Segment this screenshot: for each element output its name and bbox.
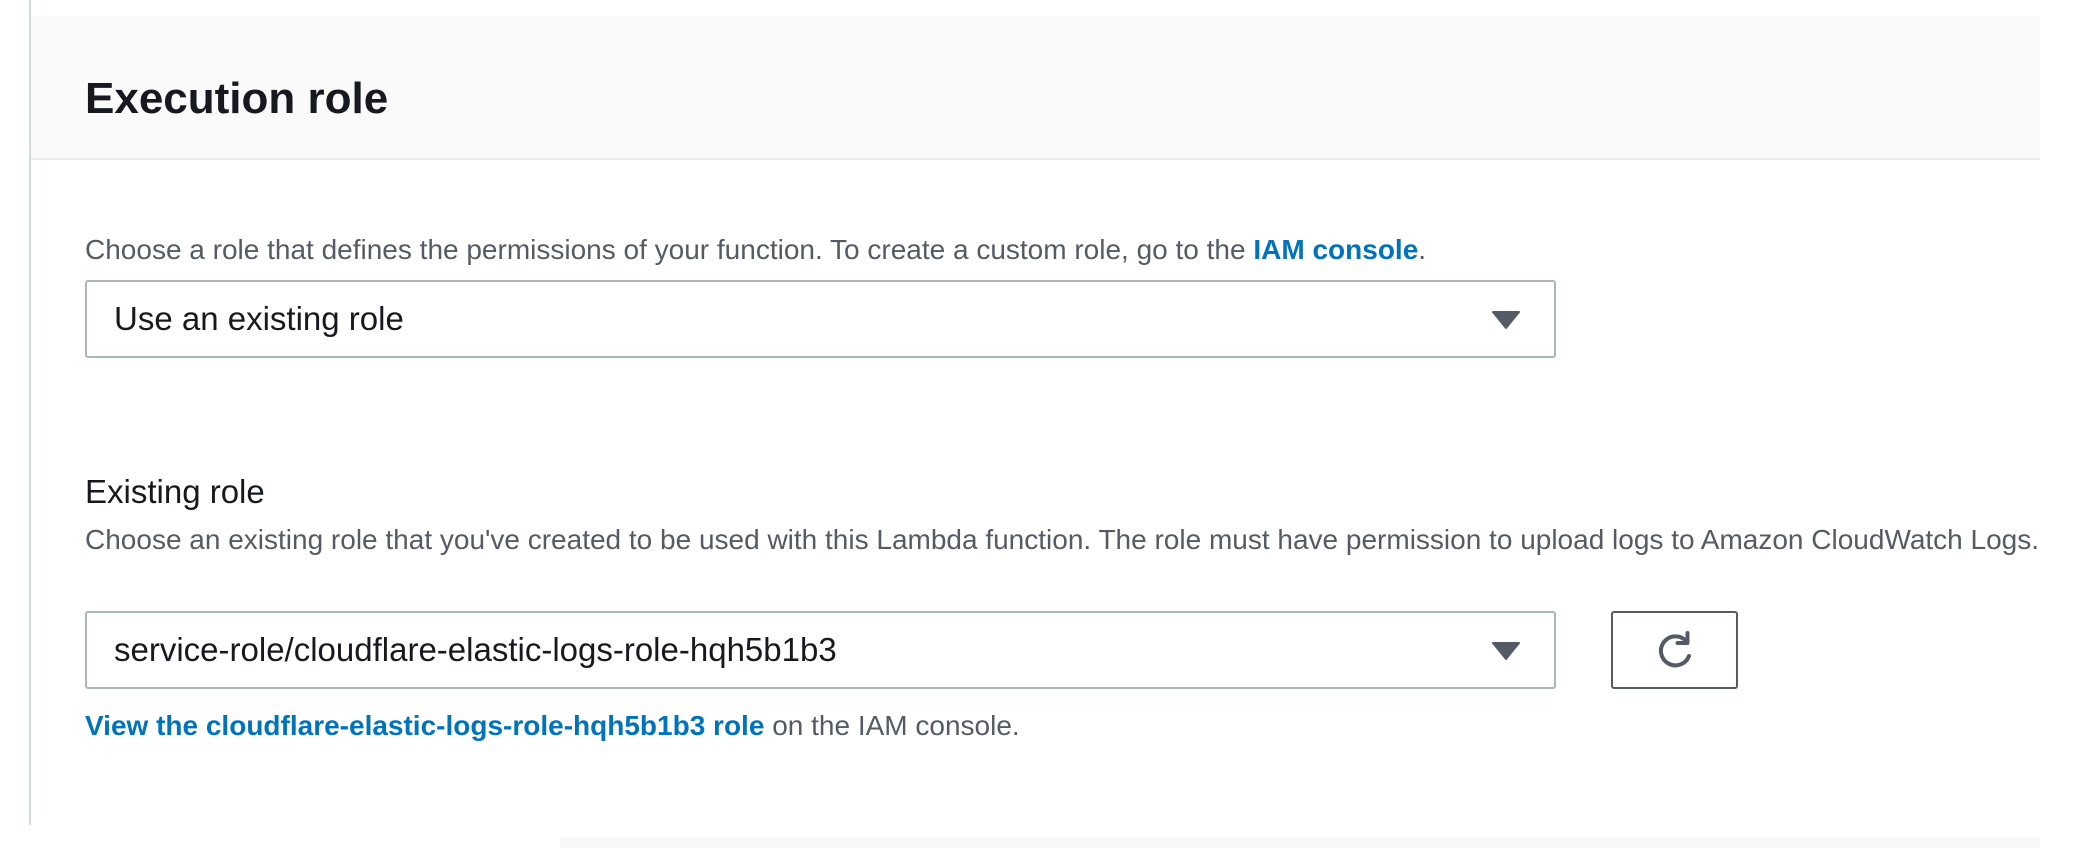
role-choice-description-suffix: . bbox=[1418, 234, 1427, 265]
role-type-selected-value: Use an existing role bbox=[114, 300, 404, 337]
execution-role-panel: Execution role Choose a role that define… bbox=[31, 0, 2040, 825]
view-role-suffix: on the IAM console. bbox=[764, 710, 1020, 741]
refresh-icon bbox=[1658, 631, 1691, 668]
view-role-line: View the cloudflare-elastic-logs-role-hq… bbox=[85, 709, 1020, 743]
existing-role-selected-value: service-role/cloudflare-elastic-logs-rol… bbox=[114, 631, 837, 668]
refresh-button[interactable] bbox=[1611, 611, 1738, 689]
existing-role-description: Choose an existing role that you've crea… bbox=[85, 524, 2040, 555]
bottom-shade bbox=[560, 838, 2040, 848]
caret-down-icon bbox=[1492, 642, 1520, 660]
role-type-select[interactable]: Use an existing role bbox=[85, 280, 1556, 358]
caret-down-icon bbox=[1492, 311, 1520, 329]
role-choice-description-text: Choose a role that defines the permissio… bbox=[85, 234, 1254, 265]
panel-title: Execution role bbox=[85, 74, 389, 123]
panel-header: Execution role bbox=[31, 16, 2040, 160]
iam-console-link[interactable]: IAM console bbox=[1253, 234, 1419, 265]
view-role-link[interactable]: View the cloudflare-elastic-logs-role-hq… bbox=[85, 710, 765, 741]
existing-role-label: Existing role bbox=[85, 473, 265, 510]
existing-role-select[interactable]: service-role/cloudflare-elastic-logs-rol… bbox=[85, 611, 1556, 689]
left-divider bbox=[29, 0, 31, 825]
role-choice-description: Choose a role that defines the permissio… bbox=[85, 233, 1426, 267]
